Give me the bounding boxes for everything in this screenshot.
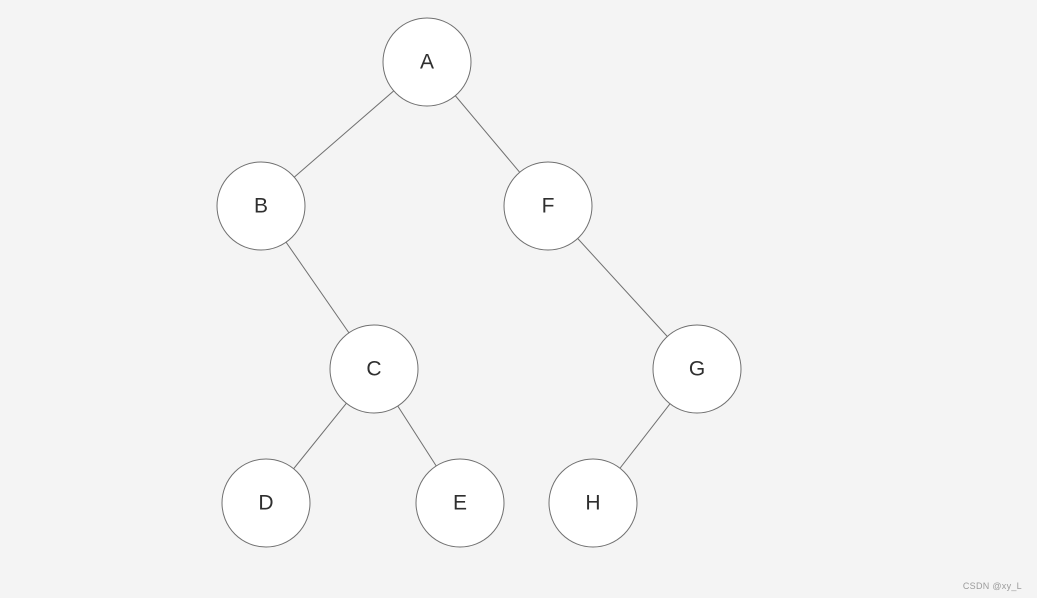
node-label: F <box>542 195 555 218</box>
node-label: G <box>689 358 705 381</box>
tree-node-G: G <box>652 324 742 414</box>
node-circle <box>382 17 472 107</box>
node-label: A <box>420 51 434 74</box>
node-circle <box>216 161 306 251</box>
watermark-text: CSDN @xy_L <box>962 581 1022 591</box>
tree-node-F: F <box>503 161 593 251</box>
node-circle <box>221 458 311 548</box>
tree-node-D: D <box>221 458 311 548</box>
tree-node-C: C <box>329 324 419 414</box>
tree-node-A: A <box>382 17 472 107</box>
node-circle <box>503 161 593 251</box>
node-circle <box>329 324 419 414</box>
tree-node-E: E <box>415 458 505 548</box>
node-circle <box>652 324 742 414</box>
node-label: E <box>453 492 467 515</box>
node-circle <box>415 458 505 548</box>
node-label: C <box>366 358 381 381</box>
node-label: D <box>258 492 273 515</box>
node-label: B <box>254 195 268 218</box>
tree-node-B: B <box>216 161 306 251</box>
node-label: H <box>585 492 600 515</box>
tree-node-H: H <box>548 458 638 548</box>
node-circle <box>548 458 638 548</box>
